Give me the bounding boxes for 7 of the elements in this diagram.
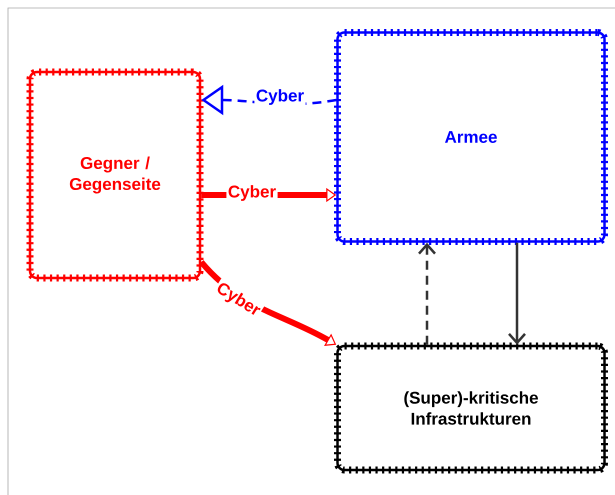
arrow <box>418 242 436 345</box>
opponent-box: Gegner / Gegenseite <box>26 68 204 282</box>
edge-label: Cyber <box>256 89 304 105</box>
arrow <box>508 242 526 345</box>
army-box: Armee <box>334 29 608 245</box>
infrastructure-box: (Super)-kritische Infrastrukturen <box>334 342 608 474</box>
edge-label: Cyber <box>228 185 276 201</box>
